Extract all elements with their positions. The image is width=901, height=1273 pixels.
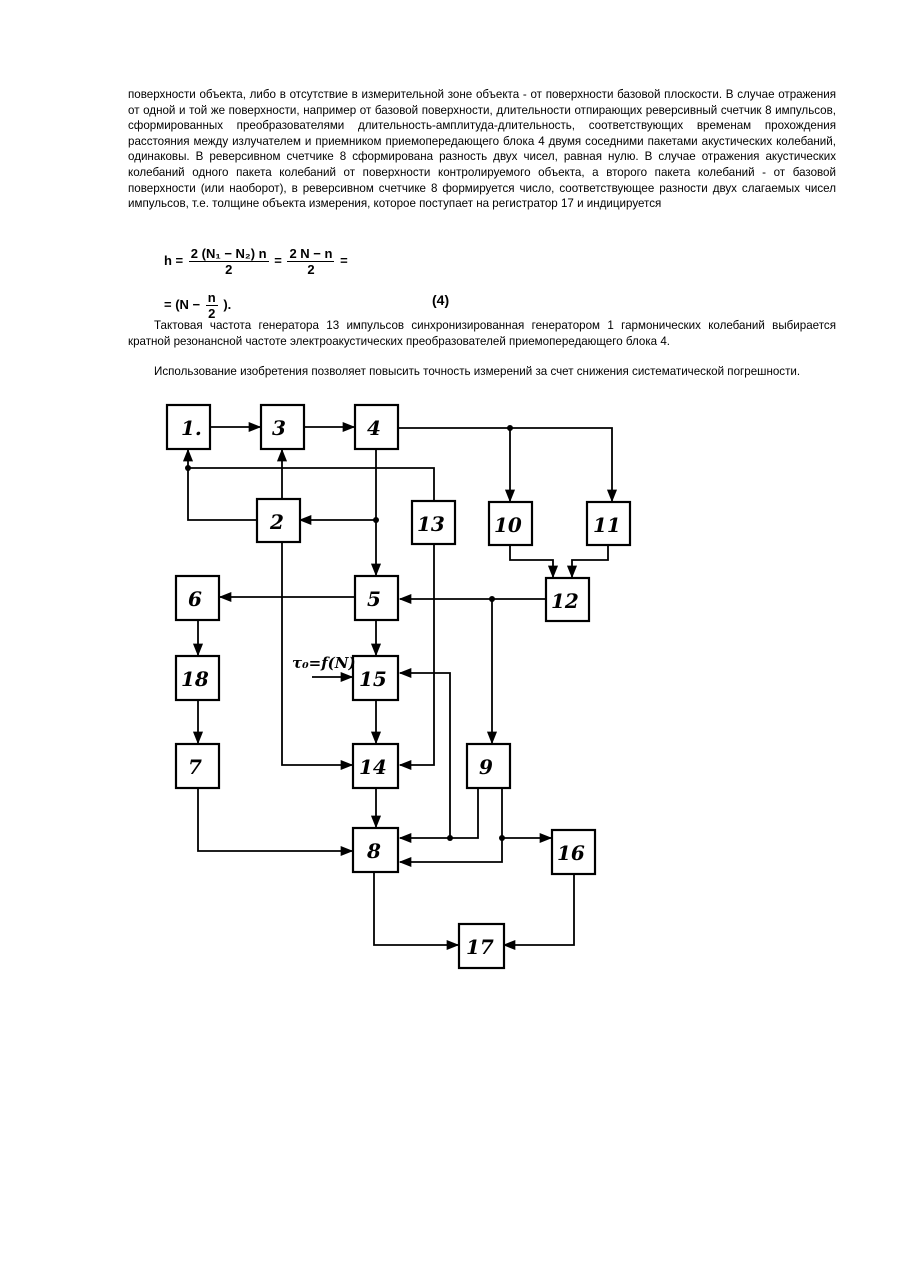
- wire-8-17: [374, 872, 458, 945]
- wire-9-15: [400, 673, 450, 838]
- block-11: 11: [587, 502, 630, 545]
- wire-9-16: [502, 788, 551, 838]
- block-2-label: 2: [269, 510, 284, 534]
- wire-2-1: [188, 450, 256, 520]
- block-14: 14: [353, 744, 398, 788]
- block-16: 16: [552, 830, 595, 874]
- block-15-label: 15: [359, 667, 387, 691]
- block-3-label: 3: [272, 416, 286, 440]
- wire-16-17: [504, 874, 574, 945]
- wire-9-8b: [400, 838, 502, 862]
- block-9: 9: [467, 744, 510, 788]
- junction-9a: [447, 835, 453, 841]
- wire-10-12: [510, 545, 553, 577]
- block-15: 15: [353, 656, 398, 700]
- block-13-label: 13: [417, 512, 445, 536]
- block-6-label: 6: [188, 587, 202, 611]
- wire-13-1: [188, 468, 434, 500]
- block-11-label: 11: [593, 513, 621, 537]
- block-4: 4: [355, 405, 398, 449]
- block-17-label: 17: [466, 935, 494, 959]
- block-1-label: 1.: [181, 416, 202, 440]
- wire-4-11: [398, 428, 612, 501]
- block-4-label: 4: [367, 416, 381, 440]
- block-13: 13: [412, 501, 455, 544]
- wire-7-8: [198, 788, 352, 851]
- block-5: 5: [355, 576, 398, 620]
- block-16-label: 16: [557, 841, 585, 865]
- junction-1: [185, 465, 191, 471]
- junction-4-2: [373, 517, 379, 523]
- block-18-label: 18: [181, 667, 209, 691]
- block-10-label: 10: [494, 513, 522, 537]
- external-input-label: τ₀=f(N): [292, 654, 356, 672]
- block-2: 2: [257, 499, 300, 542]
- block-9-label: 9: [479, 755, 493, 779]
- block-7: 7: [176, 744, 219, 788]
- block-5-label: 5: [367, 587, 381, 611]
- block-8: 8: [353, 828, 398, 872]
- block-6: 6: [176, 576, 219, 620]
- junction-9b: [499, 835, 505, 841]
- block-17: 17: [459, 924, 504, 968]
- block-12: 12: [546, 578, 589, 621]
- wire-9-left: [450, 788, 478, 838]
- block-7-label: 7: [188, 755, 202, 779]
- wire-13-14: [400, 543, 434, 765]
- block-10: 10: [489, 502, 532, 545]
- block-14-label: 14: [359, 755, 387, 779]
- wire-11-12: [572, 545, 608, 577]
- block-18: 18: [176, 656, 219, 700]
- block-1: 1.: [167, 405, 210, 449]
- block-8-label: 8: [366, 839, 381, 863]
- junction-4: [507, 425, 513, 431]
- block-3: 3: [261, 405, 304, 449]
- block-12-label: 12: [551, 589, 579, 613]
